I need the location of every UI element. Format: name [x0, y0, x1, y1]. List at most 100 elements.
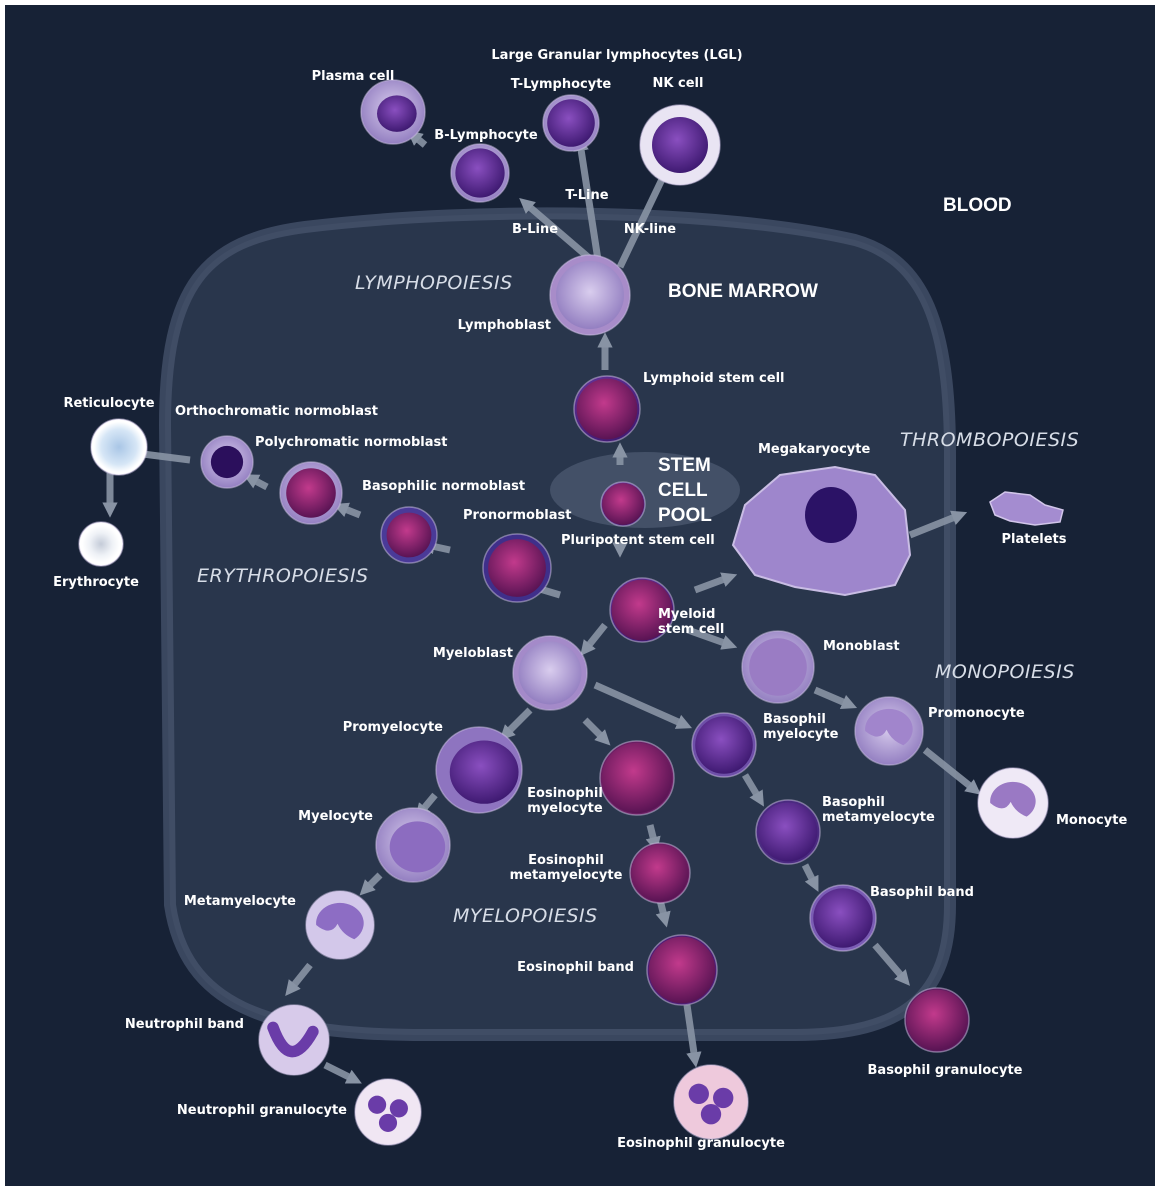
bone-marrow-title: BONE MARROW: [668, 281, 818, 302]
arrow-29: [285, 962, 313, 997]
basophil-metamyelocyte-cell-image: [755, 799, 821, 865]
basophil-myelocyte-label: Basophil myelocyte: [763, 712, 838, 742]
arrow-8: [332, 502, 362, 519]
plasma-cell-label: Plasma cell: [311, 69, 395, 84]
arrow-26: [872, 942, 911, 986]
arrow-13: [693, 572, 738, 594]
monoblast-cell-image: [741, 630, 815, 704]
platelets-cell-image: [989, 491, 1064, 526]
polychromatic-normoblast-cell-image: [279, 461, 343, 525]
promonocyte-cell-image: [854, 696, 924, 766]
arrow-23: [645, 824, 661, 853]
blood-title: BLOOD: [943, 195, 1012, 216]
arrow-15: [580, 622, 608, 657]
lymphopoiesis-label: LYMPHOPOIESIS: [355, 272, 513, 294]
neutrophil-granulocyte-cell-image: [354, 1078, 422, 1146]
erythrocyte-cell-image: [78, 521, 124, 567]
basophilic-normoblast-cell-image: [380, 506, 438, 564]
neutrophil-granulocyte-label: Neutrophil granulocyte: [176, 1103, 347, 1118]
t-line-label: T-Line: [565, 188, 609, 203]
arrow-31: [683, 1004, 702, 1068]
basophil-myelocyte-line-1: Basophil: [763, 712, 826, 727]
monopoiesis-label: MONOPOIESIS: [935, 661, 1075, 683]
b-lymphocyte-cell-image: [450, 143, 510, 203]
basophil-myelocyte-cell-image: [691, 712, 757, 778]
arrow-9: [243, 474, 269, 491]
promonocyte-label: Promonocyte: [928, 706, 1025, 721]
arrow-30: [323, 1061, 362, 1084]
thrombopoiesis-label: THROMBOPOIESIS: [900, 429, 1080, 451]
eosinophil-myelocyte-line-1: Eosinophil: [527, 786, 603, 801]
nk-cell-cell-image: [639, 104, 721, 186]
lymphoblast-cell-image: [549, 254, 631, 336]
reticulocyte-cell-image: [90, 418, 148, 476]
monoblast-label: Monoblast: [823, 639, 900, 654]
orthochromatic-normoblast-label: Orthochromatic normoblast: [175, 404, 378, 419]
b-line-label: B-Line: [511, 222, 559, 237]
polychromatic-normoblast-label: Polychromatic normoblast: [255, 435, 448, 450]
arrow-0: [407, 130, 428, 148]
lymphoblast-label: Lymphoblast: [457, 318, 551, 333]
megakaryocyte-cell-image: [731, 465, 912, 597]
basophilic-normoblast-label: Basophilic normoblast: [362, 479, 526, 494]
pluripotent-stem-cell-cell-image: [600, 481, 646, 527]
eosinophil-band-label: Eosinophil band: [517, 960, 634, 975]
basophil-band-label: Basophil band: [870, 885, 974, 900]
erythrocyte-label: Erythrocyte: [53, 575, 139, 590]
arrow-25: [801, 863, 819, 892]
arrow-20: [582, 717, 611, 746]
basophil-band-cell-image: [809, 884, 877, 952]
eosinophil-metamyelocyte-line-2: metamyelocyte: [509, 868, 623, 883]
stem-cell-pool-line-3: POOL: [658, 505, 712, 526]
reticulocyte-label: Reticulocyte: [63, 396, 155, 411]
promyelocyte-label: Promyelocyte: [342, 720, 443, 735]
myeloid-stem-cell-cell-image: [609, 577, 675, 643]
nk-line-label: NK-line: [623, 222, 677, 237]
nk-cell-label: NK cell: [652, 76, 704, 91]
arrow-14: [908, 510, 968, 539]
diagram-canvas: BLOOD BONE MARROW STEM CELL POOL LYMPHOP…: [5, 5, 1155, 1186]
eosinophil-myelocyte-cell-image: [599, 740, 675, 816]
promyelocyte-cell-image: [435, 726, 523, 814]
metamyelocyte-label: Metamyelocyte: [183, 894, 296, 909]
stem-cell-pool-line-1: STEM: [658, 455, 711, 476]
b-lymphocyte-label: B-Lymphocyte: [434, 128, 538, 143]
arrow-21: [593, 681, 693, 729]
myeloid-stem-cell-line-1: Myeloid: [658, 607, 716, 622]
monocyte-cell-image: [977, 767, 1049, 839]
myeloblast-label: Myeloblast: [432, 646, 513, 661]
t-lymphocyte-cell-image: [542, 94, 600, 152]
plasma-cell-cell-image: [360, 79, 426, 145]
neutrophil-band-label: Neutrophil band: [124, 1017, 244, 1032]
eosinophil-band-cell-image: [646, 934, 718, 1006]
diagram-graphics: [78, 79, 1064, 1146]
basophil-metamyelocyte-line-2: metamyelocyte: [822, 810, 935, 825]
eosinophil-metamyelocyte-label: Eosinophil metamyelocyte: [510, 853, 623, 883]
arrow-19: [499, 707, 533, 741]
pronormoblast-label: Pronormoblast: [463, 508, 572, 523]
stem-cell-pool-region: [550, 452, 740, 528]
myeloid-stem-cell-label: Myeloid stem cell: [658, 607, 724, 637]
eosinophil-granulocyte-label: Eosinophil granulocyte: [617, 1136, 785, 1151]
myelocyte-cell-image: [375, 807, 451, 883]
orthochromatic-normoblast-cell-image: [200, 435, 254, 489]
eosinophil-metamyelocyte-cell-image: [629, 842, 691, 904]
arrow-17: [813, 686, 858, 710]
eosinophil-myelocyte-line-2: myelocyte: [527, 801, 603, 816]
myeloblast-cell-image: [512, 635, 588, 711]
platelets-label: Platelets: [1001, 532, 1067, 547]
metamyelocyte-cell-image: [305, 890, 375, 960]
t-lymphocyte-label: T-Lymphocyte: [510, 77, 612, 92]
cells: [78, 79, 1064, 1146]
megakaryocyte-label: Megakaryocyte: [758, 442, 871, 457]
arrow-3: [616, 166, 669, 269]
basophil-myelocyte-line-2: myelocyte: [763, 727, 839, 742]
arrow-28: [359, 872, 383, 896]
lymphoid-stem-cell-label: Lymphoid stem cell: [643, 371, 785, 386]
arrow-18: [922, 747, 982, 795]
eosinophil-myelocyte-label: Eosinophil myelocyte: [527, 786, 603, 816]
lymphoid-stem-cell-cell-image: [573, 375, 641, 443]
pronormoblast-cell-image: [482, 533, 552, 603]
basophil-metamyelocyte-line-1: Basophil: [822, 795, 885, 810]
myelopoiesis-label: MYELOPOIESIS: [453, 905, 598, 927]
